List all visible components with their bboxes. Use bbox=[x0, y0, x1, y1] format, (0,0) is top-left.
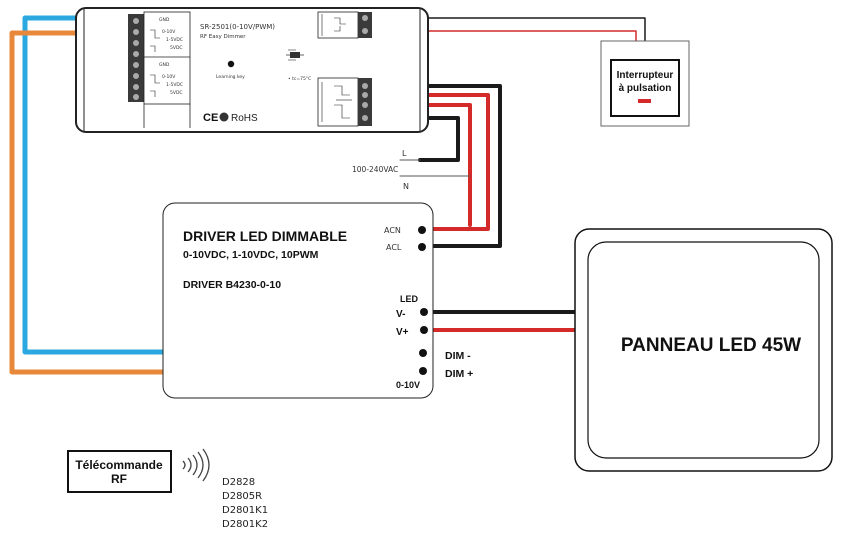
driver-spec: 0-10VDC, 1-10VDC, 10PWM bbox=[183, 249, 319, 261]
left-terminal-screws bbox=[133, 18, 139, 100]
left-terminal-block bbox=[128, 14, 144, 102]
driver-model: DRIVER B4230-0-10 bbox=[183, 279, 281, 291]
controller-model: SR-2501(0-10V/PWM) bbox=[200, 23, 275, 31]
v-minus-terminal bbox=[420, 308, 428, 316]
push-terminal-box bbox=[317, 11, 359, 39]
terminal-label: 0-10V bbox=[162, 74, 176, 80]
driver-0-10v-label: 0-10V bbox=[396, 380, 420, 390]
driver-v-plus-label: V+ bbox=[396, 327, 409, 338]
mains-voltage-label: 100-240VAC bbox=[352, 165, 398, 174]
driver-dim-plus-label: DIM + bbox=[445, 368, 473, 380]
led-panel: PANNEAU LED 45W bbox=[574, 228, 833, 472]
dim-minus-terminal bbox=[419, 349, 427, 357]
ce-mark: CE bbox=[203, 112, 218, 124]
remote-label-line1: Télécommande bbox=[75, 458, 163, 472]
left-terminal-labels-box bbox=[143, 11, 191, 105]
terminal-labels: GND 0-10V 1-5VDC 5VDC GND 0-10V 1-5VDC 5… bbox=[159, 17, 183, 96]
push-switch: Interrupteur à pulsation bbox=[600, 40, 690, 127]
switch-inner bbox=[610, 59, 680, 117]
mains-l-label: L bbox=[402, 149, 407, 158]
ac-terminal-screws bbox=[362, 83, 368, 121]
driver-acn-label: ACN bbox=[384, 226, 401, 235]
remote-model: D2801K1 bbox=[222, 505, 268, 516]
terminal-label: 0-10V bbox=[162, 29, 176, 35]
remote-label-line2: RF bbox=[111, 472, 127, 486]
terminal-label: 1-5VDC bbox=[166, 82, 183, 88]
controller-unit: GND 0-10V 1-5VDC 5VDC GND 0-10V 1-5VDC 5… bbox=[75, 7, 429, 133]
driver-title: DRIVER LED DIMMABLE bbox=[183, 228, 347, 244]
acl-terminal bbox=[418, 243, 426, 251]
mains-n-label: N bbox=[403, 182, 409, 191]
push-switch-symbol bbox=[321, 14, 346, 36]
acn-terminal bbox=[418, 226, 426, 234]
remote-model: D2801K2 bbox=[222, 519, 268, 530]
driver-dim-minus-label: DIM - bbox=[445, 350, 471, 362]
dim-plus-terminal bbox=[419, 367, 427, 375]
mains-supply: L 100-240VAC N bbox=[352, 149, 409, 191]
terminal-label: 5VDC bbox=[170, 90, 183, 96]
terminal-label: 1-5VDC bbox=[166, 37, 183, 43]
driver-acl-label: ACL bbox=[386, 243, 402, 252]
black-wire-acl bbox=[368, 84, 502, 248]
ac-terminal-box bbox=[317, 77, 359, 127]
remote-model: D2805R bbox=[222, 491, 262, 502]
rf-signal-icon bbox=[182, 448, 210, 482]
remote-box bbox=[67, 450, 172, 493]
driver-led-label: LED bbox=[400, 294, 419, 304]
led-driver: DRIVER LED DIMMABLE 0-10VDC, 1-10VDC, 10… bbox=[162, 202, 473, 399]
switch-label-line1: Interrupteur bbox=[617, 70, 674, 81]
rohs-leaf-icon bbox=[219, 112, 229, 122]
switch-label-line2: à pulsation bbox=[619, 83, 672, 94]
fuse-symbol bbox=[286, 49, 304, 61]
terminal-label: 5VDC bbox=[170, 45, 183, 51]
rf-remote: Télécommande RF D2828 D2805R D2801K1 D28… bbox=[67, 448, 268, 530]
driver-v-minus-label: V- bbox=[396, 309, 405, 320]
controller-temp: • tc=75°C bbox=[288, 76, 311, 82]
push-terminal-block bbox=[358, 12, 372, 38]
remote-model: D2828 bbox=[222, 477, 255, 488]
v-plus-terminal bbox=[420, 326, 428, 334]
ac-terminal-symbol bbox=[321, 82, 352, 122]
learning-key-label: Learning key bbox=[216, 74, 245, 80]
terminal-label: GND bbox=[159, 62, 170, 68]
terminal-label: GND bbox=[159, 17, 170, 23]
driver-body bbox=[162, 202, 434, 399]
terminal-jumpers bbox=[150, 29, 160, 97]
switch-indicator bbox=[638, 99, 651, 103]
panel-inner bbox=[587, 241, 820, 459]
rohs-mark: RoHS bbox=[231, 113, 258, 124]
panel-title: PANNEAU LED 45W bbox=[621, 335, 801, 356]
controller-subtitle: RF Easy Dimmer bbox=[200, 34, 246, 40]
learning-key-button[interactable] bbox=[227, 60, 235, 68]
